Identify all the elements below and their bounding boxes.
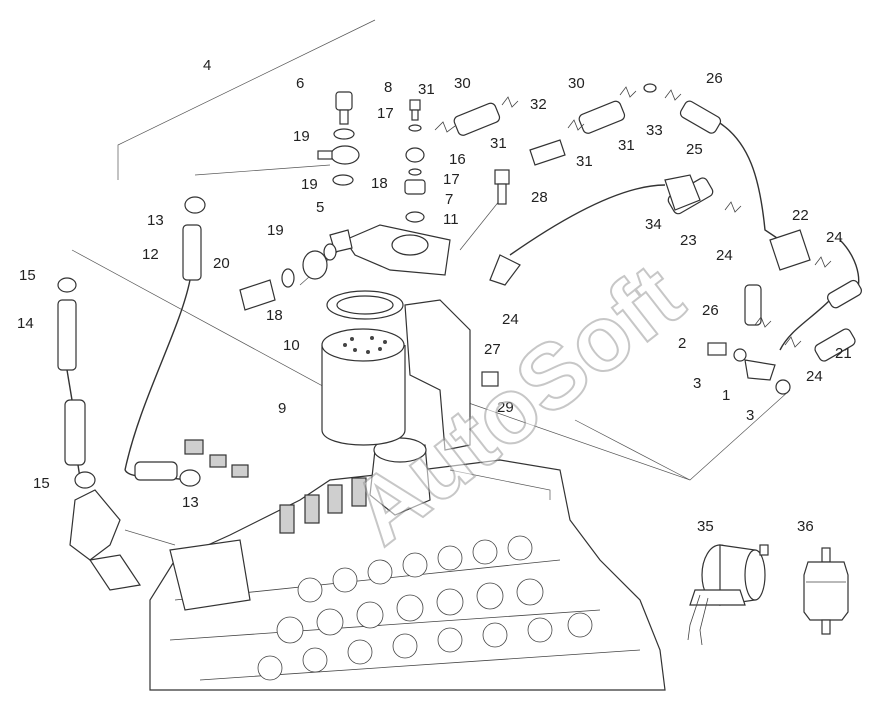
washer-19-mid: [332, 174, 354, 186]
callout-19: 19: [267, 222, 284, 239]
hose-30b: [578, 100, 626, 134]
callout-13: 13: [147, 212, 164, 229]
tee-1: [744, 359, 776, 381]
callout-31: 31: [576, 153, 593, 170]
callout-30: 30: [568, 75, 585, 92]
callout-6: 6: [296, 75, 304, 92]
hose-24-right: [827, 279, 862, 309]
callout-3: 3: [746, 407, 754, 424]
washer-3: [775, 379, 791, 395]
fittings: [57, 83, 811, 489]
callout-8: 8: [384, 79, 392, 96]
clamp-15-top: [57, 277, 77, 293]
bolt-6: [335, 91, 353, 111]
callout-24: 24: [502, 311, 519, 328]
callout-7: 7: [445, 191, 453, 208]
hose-pieces: [57, 100, 862, 481]
clamp-13-top: [184, 196, 206, 214]
callout-36: 36: [797, 518, 814, 535]
spring-clips: [434, 86, 832, 348]
callout-22: 22: [792, 207, 809, 224]
callout-4: 4: [203, 57, 211, 74]
callout-34: 34: [645, 216, 662, 233]
callout-20: 20: [213, 255, 230, 272]
callout-3: 3: [693, 375, 701, 392]
callout-26: 26: [706, 70, 723, 87]
callout-31: 31: [418, 81, 435, 98]
callout-2: 2: [678, 335, 686, 352]
bolt-8: [409, 99, 421, 111]
washer-19-right: [323, 243, 337, 261]
callout-18: 18: [266, 307, 283, 324]
callout-23: 23: [680, 232, 697, 249]
fuel-hoses: [66, 119, 860, 481]
engine-block: [69, 437, 666, 691]
callout-10: 10: [283, 337, 300, 354]
connector-24-mid: [489, 254, 521, 286]
clamp-15-bottom: [74, 471, 96, 489]
fitting-16: [405, 147, 425, 163]
callout-24: 24: [716, 247, 733, 264]
callout-26: 26: [702, 302, 719, 319]
bolt-20: [239, 279, 276, 311]
callout-30: 30: [454, 75, 471, 92]
banjo-18-left: [302, 250, 328, 280]
callout-35: 35: [697, 518, 714, 535]
hose-14: [57, 299, 77, 371]
callout-24: 24: [826, 229, 843, 246]
callout-14: 14: [17, 315, 34, 332]
bolt-28: [494, 169, 510, 185]
plug-7: [404, 179, 426, 195]
callout-18: 18: [371, 175, 388, 192]
clamp-13-bottom: [179, 469, 201, 487]
bolt-29: [481, 371, 499, 387]
callout-33: 33: [646, 122, 663, 139]
connector-22: [769, 229, 811, 271]
callout-25: 25: [686, 141, 703, 158]
callout-28: 28: [531, 189, 548, 206]
callout-31: 31: [490, 135, 507, 152]
callout-13: 13: [182, 494, 199, 511]
callout-9: 9: [278, 400, 286, 417]
hose-30a: [453, 102, 501, 136]
hose-25: [679, 100, 722, 134]
callout-32: 32: [530, 96, 547, 113]
callout-19: 19: [301, 176, 318, 193]
callout-21: 21: [835, 345, 852, 362]
washer-18-left: [281, 268, 295, 288]
connector-32: [529, 139, 566, 166]
callout-labels: 1 2 3 3 4 5 6 7 8 9 10 11 12 13 13 14 15…: [17, 57, 852, 535]
callout-16: 16: [449, 151, 466, 168]
washer-11: [405, 211, 425, 223]
filter-cartridge-9: [321, 345, 406, 446]
bolt-2: [707, 342, 727, 356]
sleeve-34: [664, 174, 701, 211]
hose-21: [814, 328, 856, 362]
washer-19-top: [333, 128, 355, 140]
callout-12: 12: [142, 246, 159, 263]
callout-15: 15: [19, 267, 36, 284]
fuel-filter-assembly: [321, 224, 471, 451]
callout-24: 24: [806, 368, 823, 385]
callout-1: 1: [722, 387, 730, 404]
tee-33: [643, 83, 657, 93]
hose-13-lower: [134, 461, 178, 481]
callout-11: 11: [443, 211, 459, 228]
hose-12: [182, 224, 202, 281]
callout-27: 27: [484, 341, 501, 358]
bracket-27: [404, 299, 471, 451]
callout-17: 17: [443, 171, 460, 188]
callout-19: 19: [293, 128, 310, 145]
callout-5: 5: [316, 199, 324, 216]
callout-31: 31: [618, 137, 635, 154]
callout-29: 29: [497, 399, 514, 416]
banjo-18-top: [330, 145, 360, 165]
callout-15: 15: [33, 475, 50, 492]
electric-fuel-pump-35: [687, 544, 769, 646]
hose-14-lower: [64, 399, 86, 466]
callout-17: 17: [377, 105, 394, 122]
hose-26-vertical: [744, 284, 762, 326]
inline-fuel-filter-36: [803, 547, 849, 635]
